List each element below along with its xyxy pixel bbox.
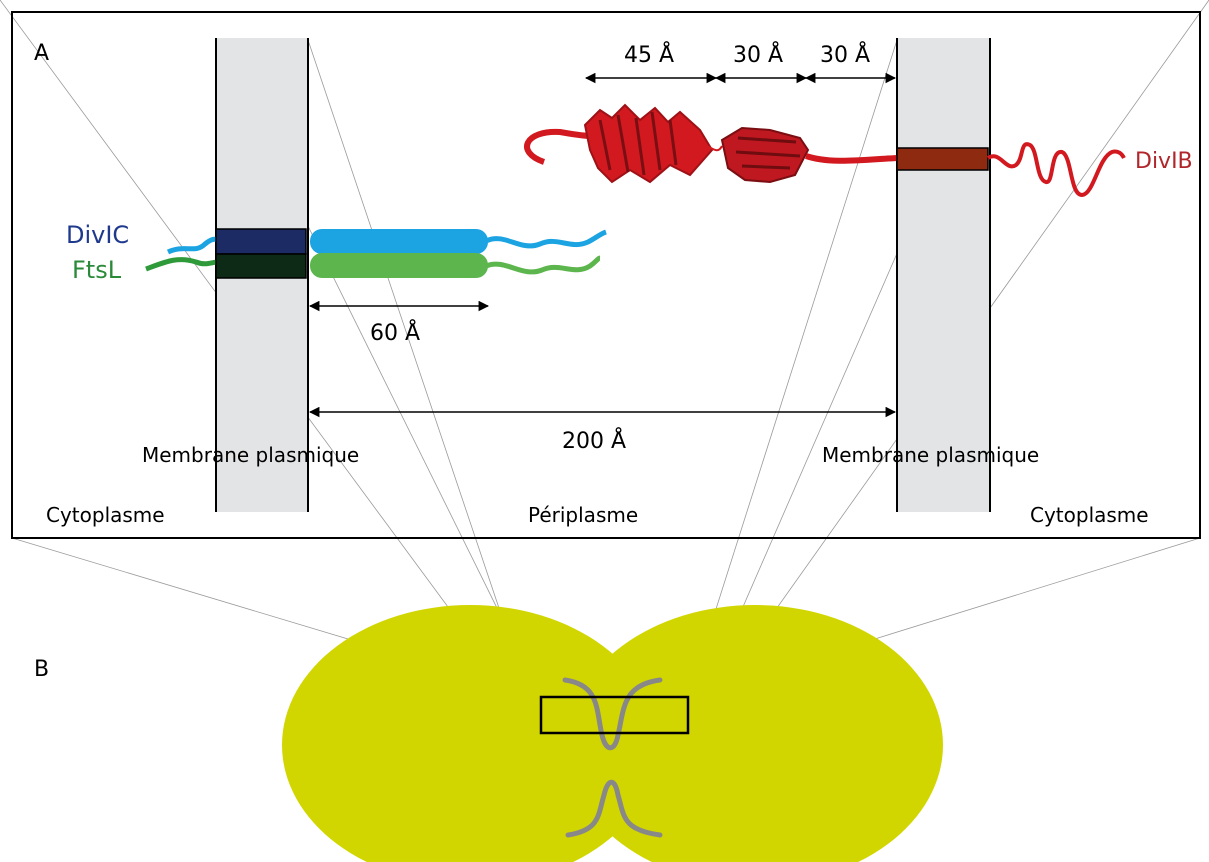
cytoplasm-left-label: Cytoplasme xyxy=(46,503,165,527)
divib-label: DivIB xyxy=(1135,149,1193,174)
panel-a-label: A xyxy=(34,41,49,66)
measure-30b: 30 Å xyxy=(820,41,870,68)
projection-lines xyxy=(0,0,1209,734)
zoom-box xyxy=(539,695,690,735)
membrane-right xyxy=(896,38,991,512)
dividing-cell xyxy=(282,605,943,862)
membrane-right-label: Membrane plasmique xyxy=(822,443,1039,467)
panel-a-frame xyxy=(11,11,1201,539)
divib-protein xyxy=(524,103,1126,198)
periplasm-label: Périplasme xyxy=(528,503,638,527)
measure-45: 45 Å xyxy=(624,41,674,68)
membrane-left-label: Membrane plasmique xyxy=(142,443,359,467)
measure-60: 60 Å xyxy=(370,319,420,346)
divic-protein xyxy=(166,228,607,255)
divic-label: DivIC xyxy=(66,221,129,249)
measurement-arrows xyxy=(308,72,897,418)
ftsl-label: FtsL xyxy=(72,256,122,284)
measure-30a: 30 Å xyxy=(733,41,783,68)
cytoplasm-right-label: Cytoplasme xyxy=(1030,503,1149,527)
divib-crystal-structure xyxy=(583,103,810,184)
panel-b-label: B xyxy=(34,657,49,682)
ftsl-protein xyxy=(145,253,601,279)
measure-200: 200 Å xyxy=(562,427,626,454)
